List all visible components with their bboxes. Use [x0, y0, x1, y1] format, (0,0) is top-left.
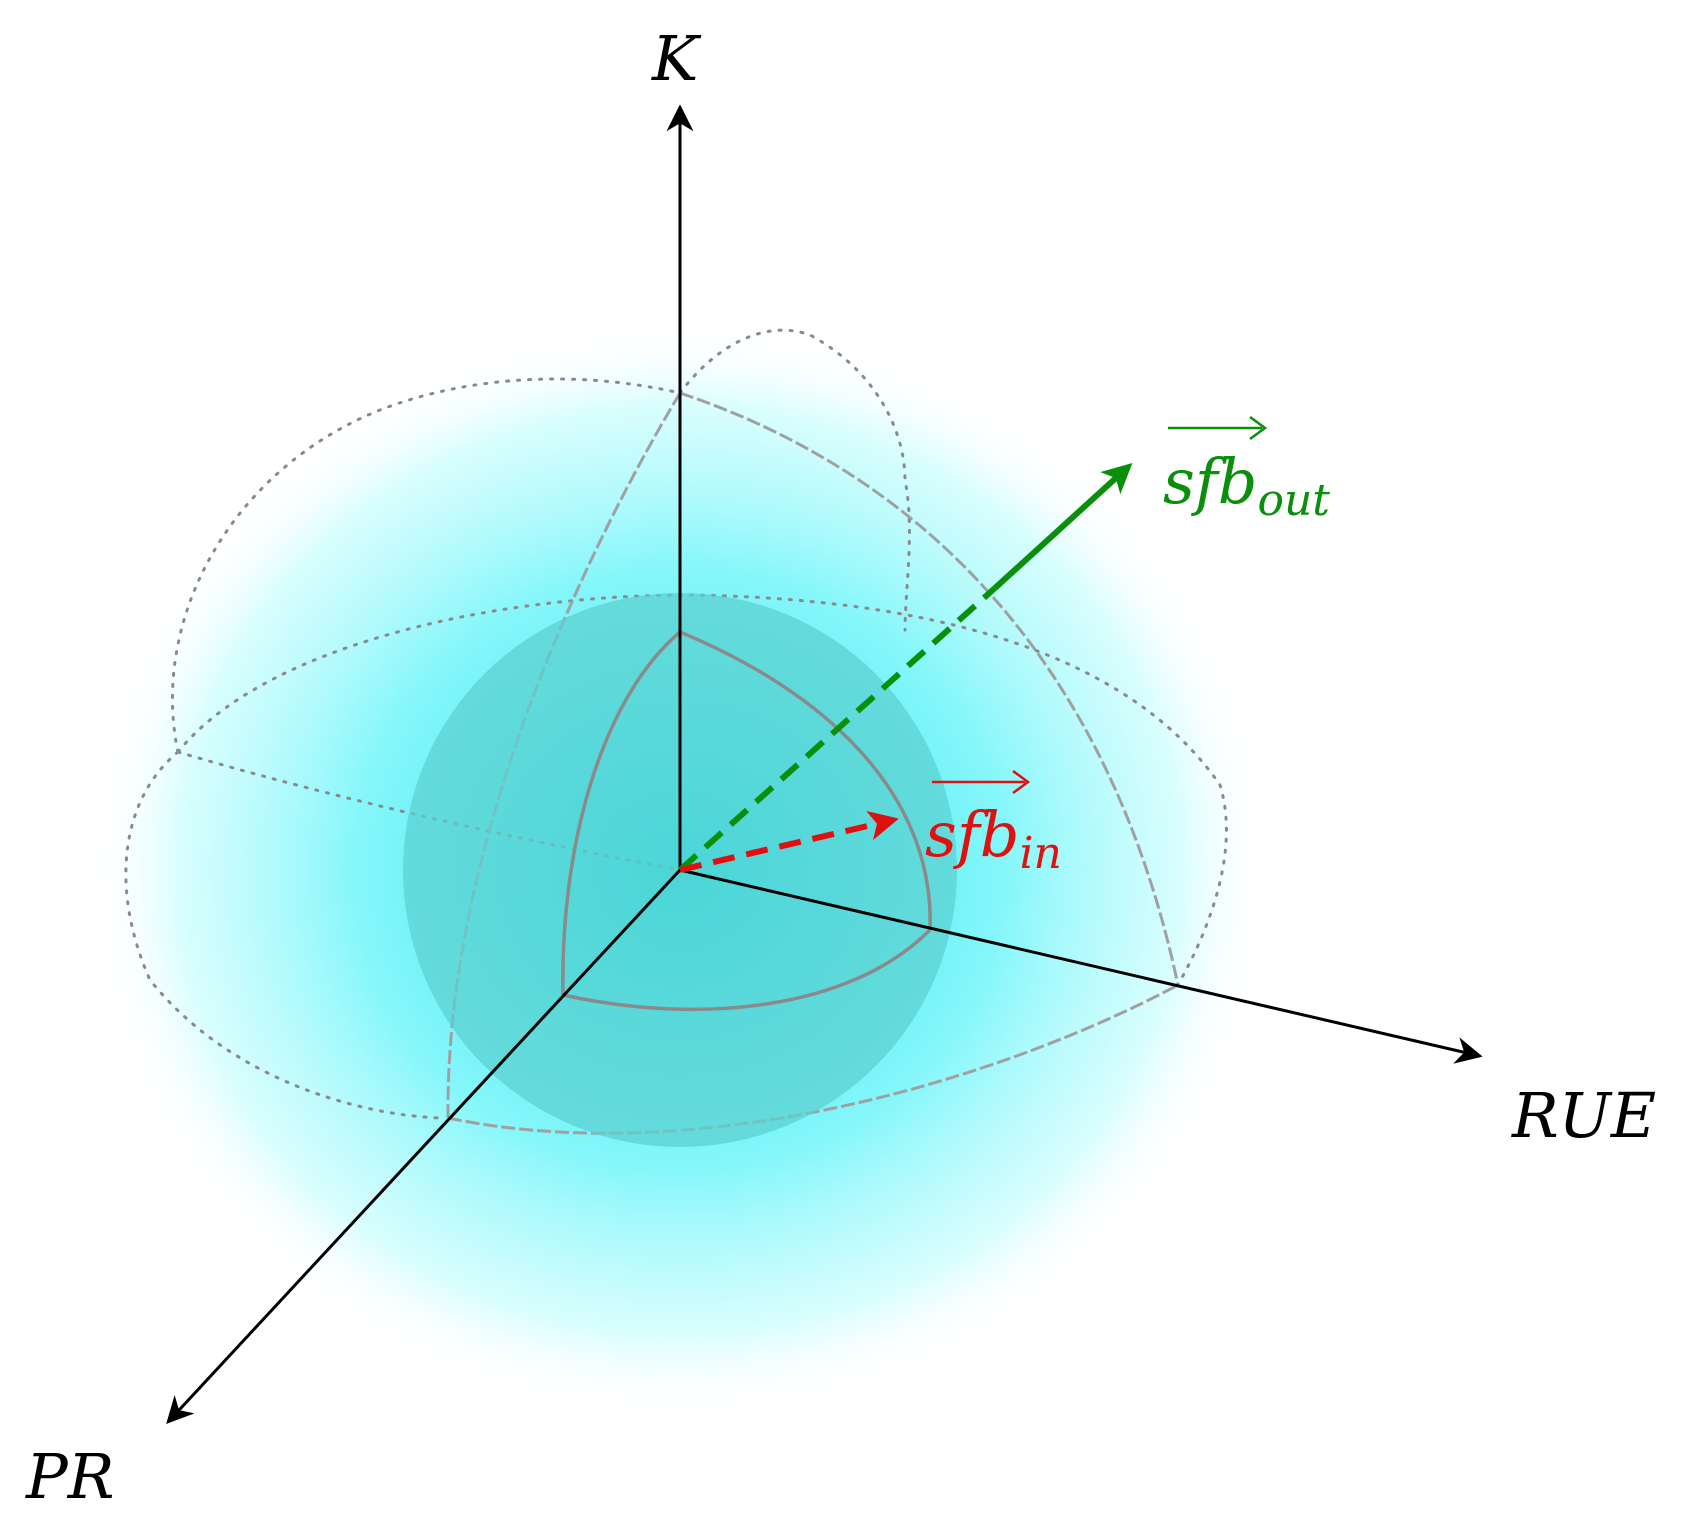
vector-out-label: sfbout [1163, 415, 1330, 526]
svg-text:sfbin: sfbin [925, 798, 1062, 879]
pr-axis [166, 868, 682, 1424]
rue-axis [679, 868, 1483, 1064]
outer-sphere-dotted-guides [124, 328, 1228, 1120]
vector-in-overline-arrowhead [1012, 769, 1031, 795]
k-axis-label: K [651, 22, 702, 95]
vector-in-dashed [679, 810, 899, 873]
vector-in-name: sfb [925, 798, 1019, 871]
axes [166, 104, 1483, 1424]
vector-out [677, 462, 1133, 873]
vector-in [679, 810, 899, 873]
svg-text:sfbout: sfbout [1163, 445, 1330, 526]
pr-axis-label: PR [25, 1440, 114, 1513]
vector-in-label: sfbin [925, 769, 1062, 879]
vector-in-subscript: in [1019, 828, 1061, 879]
inner-octant-surface [561, 630, 932, 1012]
vector-out-overline-arrowhead [1249, 415, 1268, 441]
vector-out-dashed [677, 585, 998, 873]
vector-out-solid [992, 462, 1133, 591]
vector-out-subscript: out [1257, 475, 1330, 526]
vector-out-name: sfb [1163, 445, 1257, 518]
rue-axis-label: RUE [1511, 1079, 1656, 1152]
